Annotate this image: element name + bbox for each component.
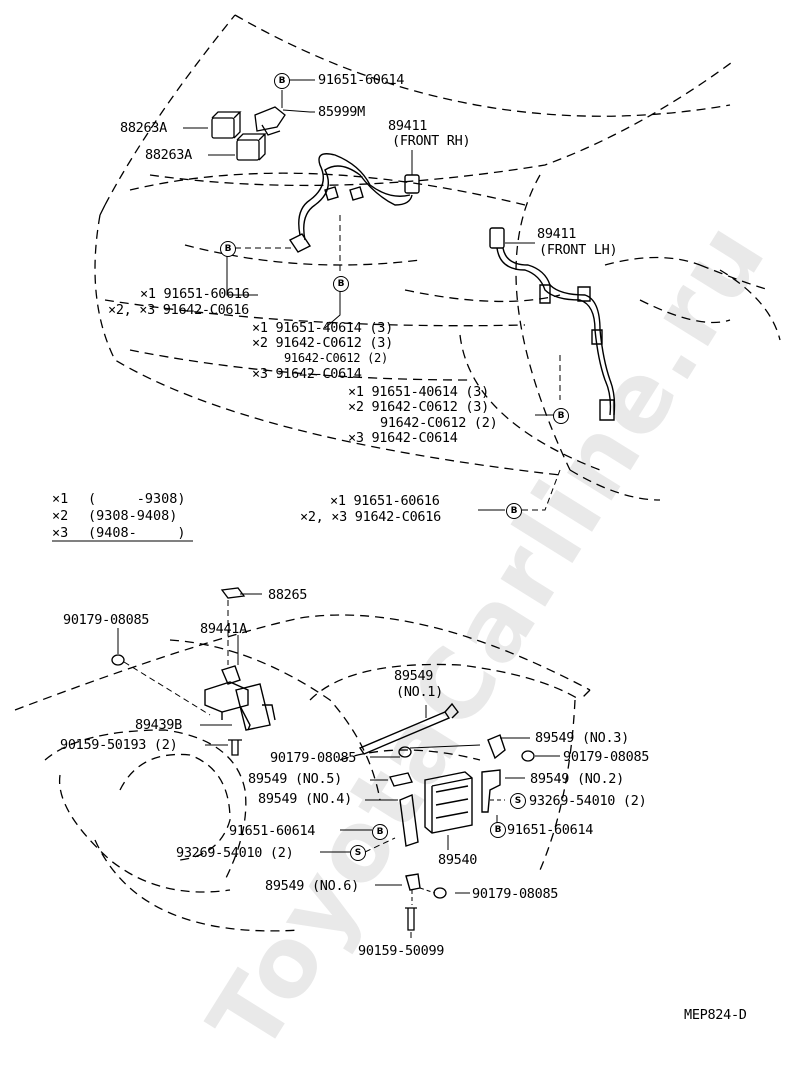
bracket-89549-no6 (405, 873, 421, 891)
part-93269-54010-b: 93269-54010 (2) (176, 845, 294, 861)
part-90179-08085-d: 90179-08085 (472, 886, 559, 902)
marker-b: B (553, 408, 569, 424)
group4-line1: ×1 91651-60616 (330, 493, 440, 509)
part-88265: 88265 (268, 587, 308, 603)
part-88263a-b: 88263A (145, 147, 192, 163)
bracket-89549-no2 (481, 769, 501, 813)
marker-b: B (372, 824, 388, 840)
relay-88263a-a (211, 111, 242, 139)
group2-line4: ×3 91642-C0614 (252, 366, 362, 382)
part-89549-no2: 89549 (NO.2) (530, 771, 624, 787)
footnote-3-key: ×3 (52, 525, 69, 541)
group3-line1: ×1 91651-40614 (3) (348, 384, 489, 400)
part-90179-08085-c: 90179-08085 (563, 749, 650, 765)
marker-s: S (350, 845, 366, 861)
ecu-89540 (424, 771, 473, 834)
marker-b: B (333, 276, 349, 292)
label-88265 (220, 587, 246, 599)
group3-line3: 91642-C0612 (2) (380, 415, 498, 431)
relay-88263a-b (236, 133, 267, 161)
part-85999m: 85999M (318, 104, 365, 120)
marker-b: B (490, 822, 506, 838)
nut-90179-08085-b (398, 746, 412, 758)
marker-b: B (220, 241, 236, 257)
group2-line2: ×2 91642-C0612 (3) (252, 335, 393, 351)
part-90159-50099: 90159-50099 (358, 943, 445, 959)
leader-lines-top (183, 79, 561, 511)
part-91651-60614-c: 91651-60614 (507, 822, 594, 838)
group1-line1: ×1 91651-60616 (140, 286, 250, 302)
leader-lines-bottom (117, 593, 560, 938)
part-89549-no5: 89549 (NO.5) (248, 771, 342, 787)
relay-bracket-85999m (254, 106, 286, 136)
part-91651-60614: 91651-60614 (318, 72, 405, 88)
footnote-3-range: (9408- ) (88, 525, 186, 541)
group4-line2: ×2, ×3 91642-C0616 (300, 509, 441, 525)
figure-code: MEP824-D (684, 1007, 747, 1023)
part-89549-no4: 89549 (NO.4) (258, 791, 352, 807)
part-89549-no1: 89549 (394, 668, 434, 684)
footnote-1-range: ( -9308) (88, 491, 186, 507)
dashboard-outline (14, 614, 591, 932)
group1-line2: ×2, ×3 91642-C0616 (108, 302, 249, 318)
group2-line3: 91642-C0612 (2) (284, 351, 388, 365)
part-89411-rh: 89411 (388, 118, 428, 134)
sensor-89441a (204, 665, 251, 731)
part-89439b: 89439B (135, 717, 182, 733)
bracket-89549-no3 (487, 734, 506, 760)
bolt-90159-50099 (405, 907, 417, 931)
footnote-2-key: ×2 (52, 508, 69, 524)
part-90179-08085-a: 90179-08085 (63, 612, 150, 628)
part-89540: 89540 (438, 852, 478, 868)
footnote-1-key: ×1 (52, 491, 69, 507)
part-89411-lh-note: (FRONT LH) (539, 242, 618, 258)
nut-90179-08085-a (111, 654, 125, 666)
part-89549-no6: 89549 (NO.6) (265, 878, 359, 894)
front-lh-sensor-harness (489, 227, 616, 421)
nut-90179-08085-c (521, 750, 535, 762)
group2-line1: ×1 91651-40614 (3) (252, 320, 393, 336)
bracket-89549-no4 (399, 794, 419, 847)
part-93269-54010-a: 93269-54010 (2) (529, 793, 647, 809)
marker-b: B (506, 503, 522, 519)
part-89549-no3: 89549 (NO.3) (535, 730, 629, 746)
part-89441a: 89441A (200, 621, 247, 637)
part-89549-no1-note: (NO.1) (396, 684, 443, 700)
part-89411-lh: 89411 (537, 226, 577, 242)
footnote-2-range: (9308-9408) (88, 508, 178, 524)
part-90179-08085-b: 90179-08085 (270, 750, 357, 766)
front-rh-sensor-harness (288, 153, 420, 253)
group3-line2: ×2 91642-C0612 (3) (348, 399, 489, 415)
bolt-90159-50193 (228, 739, 242, 756)
bracket-89439b (235, 683, 276, 731)
part-88263a-a: 88263A (120, 120, 167, 136)
bracket-89549-no5 (389, 772, 413, 787)
part-91651-60614-b: 91651-60614 (229, 823, 316, 839)
vehicle-front-outline (94, 14, 781, 501)
marker-s: S (510, 793, 526, 809)
part-89411-rh-note: (FRONT RH) (392, 133, 471, 149)
part-90159-50193: 90159-50193 (2) (60, 737, 178, 753)
bracket-89549-no1 (358, 702, 459, 755)
marker-b: B (274, 73, 290, 89)
nut-90179-08085-d (433, 887, 447, 899)
group3-line4: ×3 91642-C0614 (348, 430, 458, 446)
